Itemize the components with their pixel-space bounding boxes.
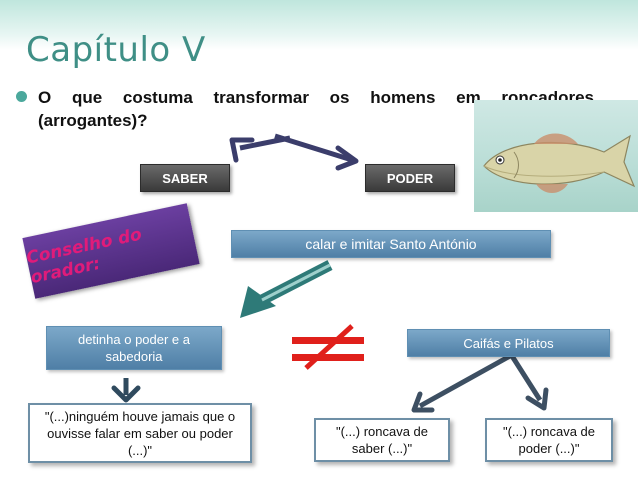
quote-roncava-poder-box: "(...) roncava de poder (...)" [485,418,613,462]
saber-box: SABER [140,164,230,192]
calar-imitar-box: calar e imitar Santo António [231,230,551,258]
page-title: Capítulo V [26,30,206,70]
detinha-box: detinha o poder e a sabedoria [46,326,222,370]
arrow-to-saber-head [229,137,255,163]
bullet-dot-icon [16,91,27,102]
not-equal-sign [292,324,364,370]
question-text: O que costuma transformar os homens em r… [38,88,594,130]
header-decoration [0,0,638,50]
arrow-to-poder-head [335,145,359,171]
poder-box: PODER [365,164,455,192]
arrows-from-caifas [411,353,549,413]
caifas-pilatos-box: Caifás e Pilatos [407,329,610,357]
quote-roncava-saber-box: "(...) roncava de saber (...)" [314,418,450,462]
quote-ninguem-box: "(...)ninguém houve jamais que o ouvisse… [28,403,252,463]
arrow-down-detinha [111,378,141,403]
fish-image [474,100,638,212]
arrow-to-detinha [240,260,333,318]
arrow-to-poder [274,133,353,163]
